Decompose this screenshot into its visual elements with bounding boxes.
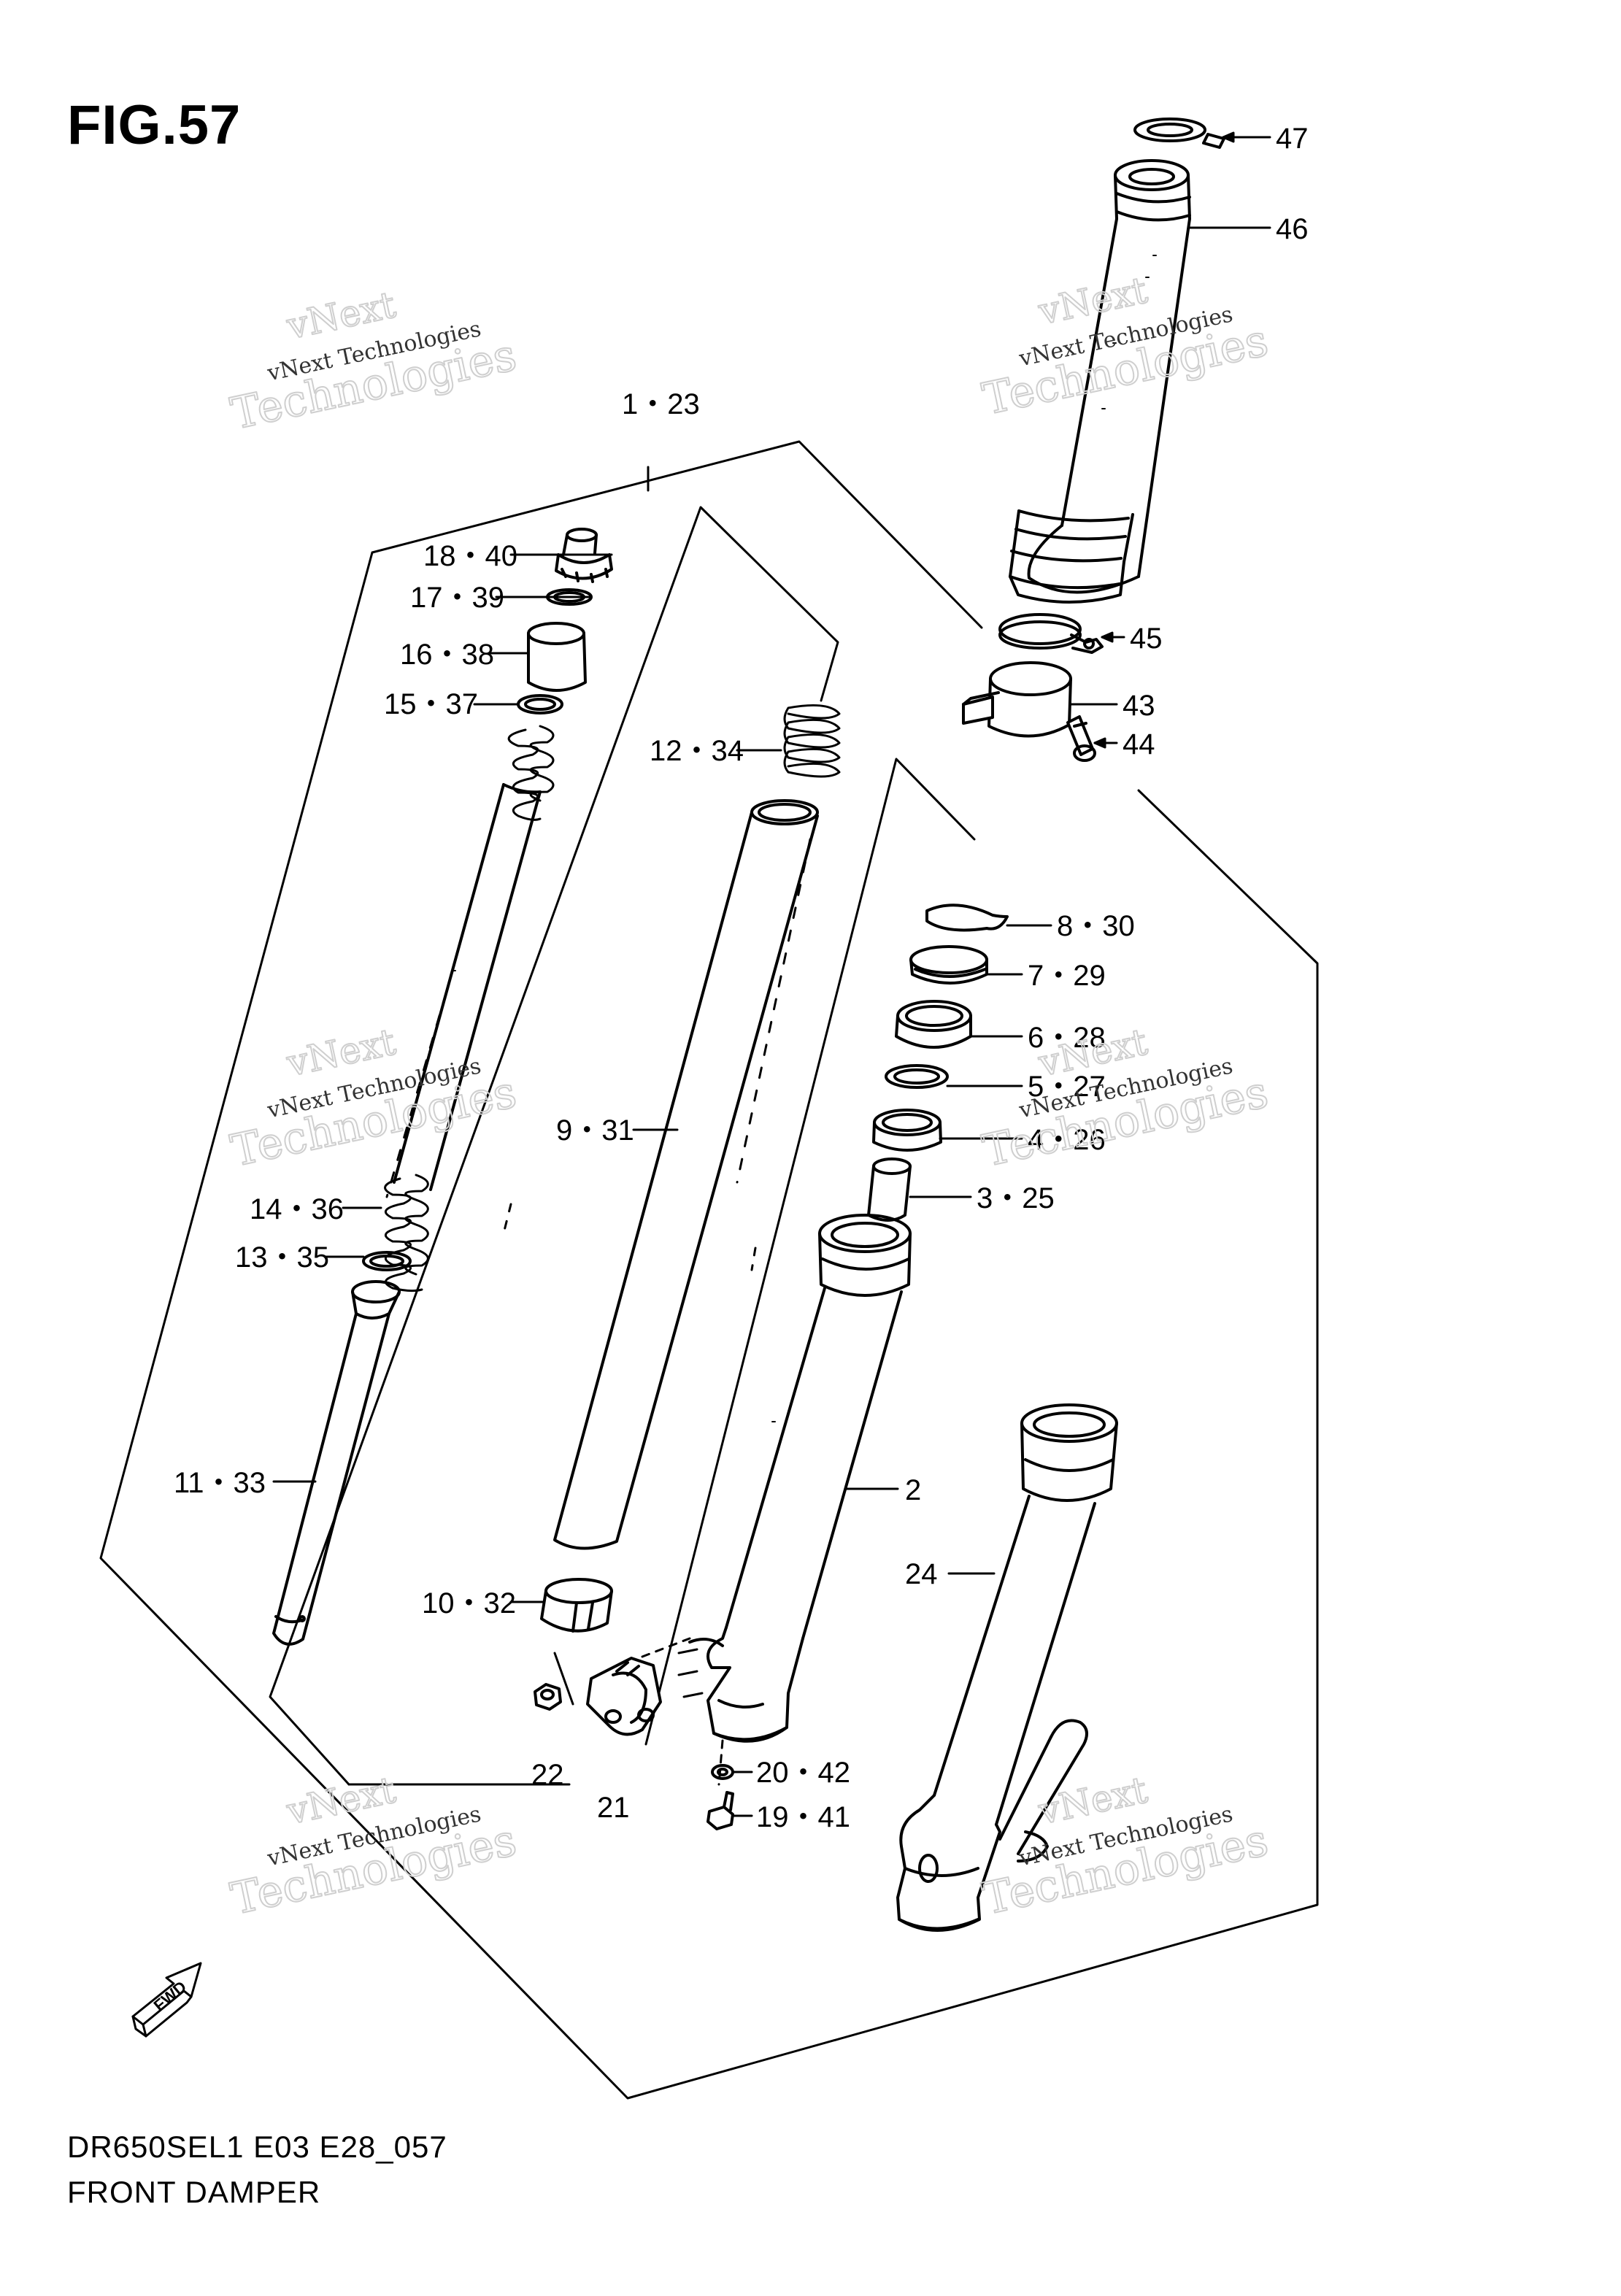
hose-clamp-45 [998,613,1104,654]
callout-17-39: 17・39 [410,582,504,614]
callout-7-29: 7・29 [1028,960,1106,992]
callout-14-36: 14・36 [250,1193,344,1225]
callout-24: 24 [905,1558,938,1590]
callout-6-28: 6・28 [1028,1022,1106,1054]
callout-2: 2 [905,1474,921,1506]
spacer-16 [527,622,587,692]
watermark-bottom-right: vNext vNext Technologies Technologies [977,1768,1273,1925]
watermark-top-right: vNext vNext Technologies Technologies [977,268,1273,425]
watermark-mid-left: vNext vNext Technologies Technologies [226,1020,521,1177]
fork-guard-43 [962,661,1072,738]
outer-tube-24 [896,1403,1118,1932]
washer-20 [711,1764,734,1780]
callout-3-25: 3・25 [977,1182,1055,1214]
axle-holder-21 [586,1657,662,1736]
callout-47: 47 [1276,123,1309,155]
washer-15 [517,694,563,714]
fork-spring-12 [783,704,841,778]
fork-boot-46 [1009,118,1225,604]
callout-9-31: 9・31 [556,1114,634,1147]
callout-43: 43 [1123,690,1155,722]
leader-lines [272,131,1271,1817]
cylinder-11 [272,1280,401,1646]
damper-rod-11 [393,783,542,1191]
guide-bushing-4 [872,1109,942,1152]
fwd-arrow-icon: FWD [131,1962,202,2038]
callout-10-32: 10・32 [422,1587,516,1619]
bolt-19 [706,1791,734,1830]
callout-16-38: 16・38 [400,639,494,671]
dust-seal-8 [925,904,1009,932]
callout-46: 46 [1276,213,1309,245]
callout-18-40: 18・40 [423,540,517,572]
stopper-ring-7 [909,945,988,985]
callout-19-41: 19・41 [756,1801,850,1833]
model-code: DR650SEL1 E03 E28_057 [67,2130,447,2164]
bolt-44 [1066,715,1096,762]
callout-22: 22 [531,1759,564,1791]
callout-8-30: 8・30 [1057,910,1135,942]
callout-1-23: 1・23 [622,388,700,420]
section-name: FRONT DAMPER [67,2175,321,2209]
slide-bushing-3 [867,1157,912,1222]
nut-22 [534,1683,562,1711]
oil-seal-6 [895,1000,972,1049]
slide-bushing-10 [540,1578,613,1633]
watermark-mid-right: vNext vNext Technologies Technologies [977,1020,1273,1177]
oil-seal-retainer-5 [885,1064,949,1089]
washer-13 [362,1251,412,1271]
spring-upper-12a [507,725,555,821]
watermark-top-left: vNext vNext Technologies Technologies [226,282,521,440]
callout-4-26: 4・26 [1028,1124,1106,1156]
callout-20-42: 20・42 [756,1757,850,1789]
callout-15-37: 15・37 [384,688,478,720]
spring-lower-14 [384,1174,429,1293]
callout-12-34: 12・34 [650,735,744,767]
outer-tube-2 [677,1214,912,1743]
cap-bolt-18 [555,528,613,583]
callout-45: 45 [1130,623,1163,655]
assembly-outline [99,440,1319,2100]
figure-title: FIG.57 [67,94,242,156]
callout-21: 21 [597,1792,630,1824]
callout-13-35: 13・35 [235,1241,329,1274]
callout-5-27: 5・27 [1028,1071,1106,1103]
callout-11-33: 11・33 [174,1467,266,1499]
callout-44: 44 [1123,728,1155,760]
inner-tube-9 [553,799,819,1550]
watermark-bottom-left: vNext vNext Technologies Technologies [226,1768,521,1925]
